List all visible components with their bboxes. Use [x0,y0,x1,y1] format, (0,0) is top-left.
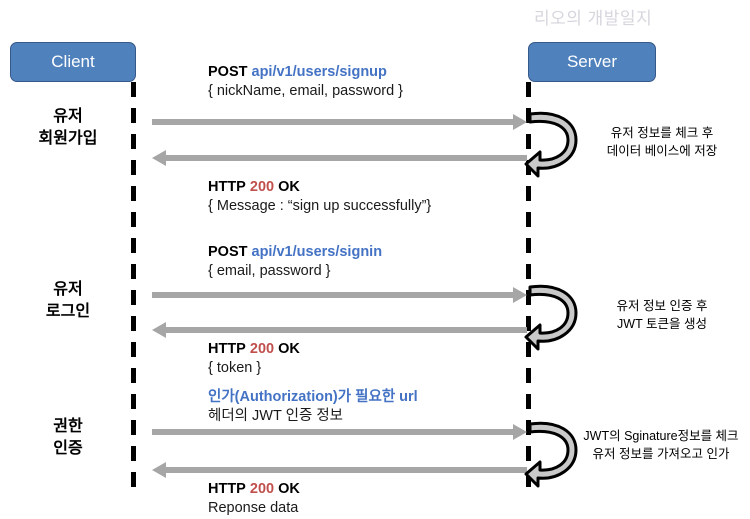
arrow-head [152,462,166,478]
self-loop-arrow-icon-2 [524,281,586,355]
stage-label-signin: 유저 로그인 [12,279,124,323]
server-note-signin-line1: 유저 정보 인증 후 [616,299,708,313]
http-status-text-2: OK [278,341,300,357]
stage-label-signup: 유저 회원가입 [12,106,124,150]
http-status-code-3: 200 [249,481,275,497]
arrow-shaft [152,292,514,298]
server-note-signin-line2: JWT 토큰을 생성 [617,317,707,331]
payload-signin-response: { token } [208,360,262,376]
message-label-signin-request: POST api/v1/users/signin { email, passwo… [208,243,382,281]
endpoint-signin: api/v1/users/signin [251,244,383,260]
arrow-shaft [152,119,514,125]
message-label-auth-response: HTTP 200 OK Reponse data [208,480,300,518]
arrow-shaft [165,467,527,473]
stage-label-authorization: 권한 인증 [12,416,124,460]
arrow-signin-response [152,322,527,338]
server-note-authorization: JWT의 Sginature정보를 체크 유저 정보를 가져오고 인가 [572,427,750,463]
arrow-shaft [152,429,514,435]
stage-label-authorization-line2: 인증 [53,440,83,457]
arrow-signup-request [152,114,527,130]
stage-label-signup-line2: 회원가입 [38,130,98,147]
http-status-code-1: 200 [249,179,275,195]
arrow-auth-request [152,424,527,440]
arrow-head [513,114,527,130]
server-note-authorization-line2: 유저 정보를 가져오고 인가 [592,447,730,461]
http-method-post-1: POST [208,64,248,80]
http-status-code-2: 200 [249,341,275,357]
arrow-signin-request [152,287,527,303]
self-loop-arrow-icon-3 [524,418,586,492]
server-note-signup: 유저 정보를 체크 후 데이터 베이스에 저장 [578,124,746,160]
watermark-text: 리오의 개발일지 [534,9,653,28]
payload-signin-request: { email, password } [208,263,331,279]
actor-box-server: Server [528,42,656,82]
stage-label-authorization-line1: 권한 [53,418,83,435]
stage-label-signin-line2: 로그인 [45,303,91,320]
arrow-head [513,287,527,303]
actor-label-server: Server [566,52,618,71]
arrow-head [152,322,166,338]
arrow-shaft [165,155,527,161]
actor-label-client: Client [51,52,95,71]
payload-auth-response: Reponse data [208,500,299,516]
server-note-signup-line2: 데이터 베이스에 저장 [606,144,718,158]
message-label-auth-request: 인가(Authorization)가 필요한 url 헤더의 JWT 인증 정보 [208,388,418,426]
http-status-text-3: OK [278,481,300,497]
arrow-signup-response [152,150,527,166]
message-label-signup-request: POST api/v1/users/signup { nickName, ema… [208,63,403,101]
self-loop-arrow-icon-1 [524,108,586,182]
arrow-head [152,150,166,166]
arrow-head [513,424,527,440]
actor-box-client: Client [10,42,136,82]
payload-signup-response: { Message : “sign up successfully”} [208,198,432,214]
http-status-text-1: OK [278,179,300,195]
lifeline-server [526,82,531,491]
stage-label-signin-line1: 유저 [53,281,83,298]
http-protocol-1: HTTP [208,179,246,195]
payload-auth-request: 헤더의 JWT 인증 정보 [208,408,343,424]
stage-label-signup-line1: 유저 [53,108,83,125]
http-protocol-3: HTTP [208,481,246,497]
auth-required-url-text: 인가(Authorization)가 필요한 url [208,389,418,405]
http-protocol-2: HTTP [208,341,246,357]
message-label-signup-response: HTTP 200 OK { Message : “sign up success… [208,178,431,216]
http-method-post-2: POST [208,244,248,260]
server-note-signin: 유저 정보 인증 후 JWT 토큰을 생성 [578,297,746,333]
payload-signup-request: { nickName, email, password } [208,83,404,99]
arrow-shaft [165,327,527,333]
server-note-authorization-line1: JWT의 Sginature정보를 체크 [583,429,739,443]
endpoint-signup: api/v1/users/signup [251,64,387,80]
arrow-auth-response [152,462,527,478]
lifeline-client [131,82,136,491]
server-note-signup-line1: 유저 정보를 체크 후 [610,126,714,140]
message-label-signin-response: HTTP 200 OK { token } [208,340,300,378]
